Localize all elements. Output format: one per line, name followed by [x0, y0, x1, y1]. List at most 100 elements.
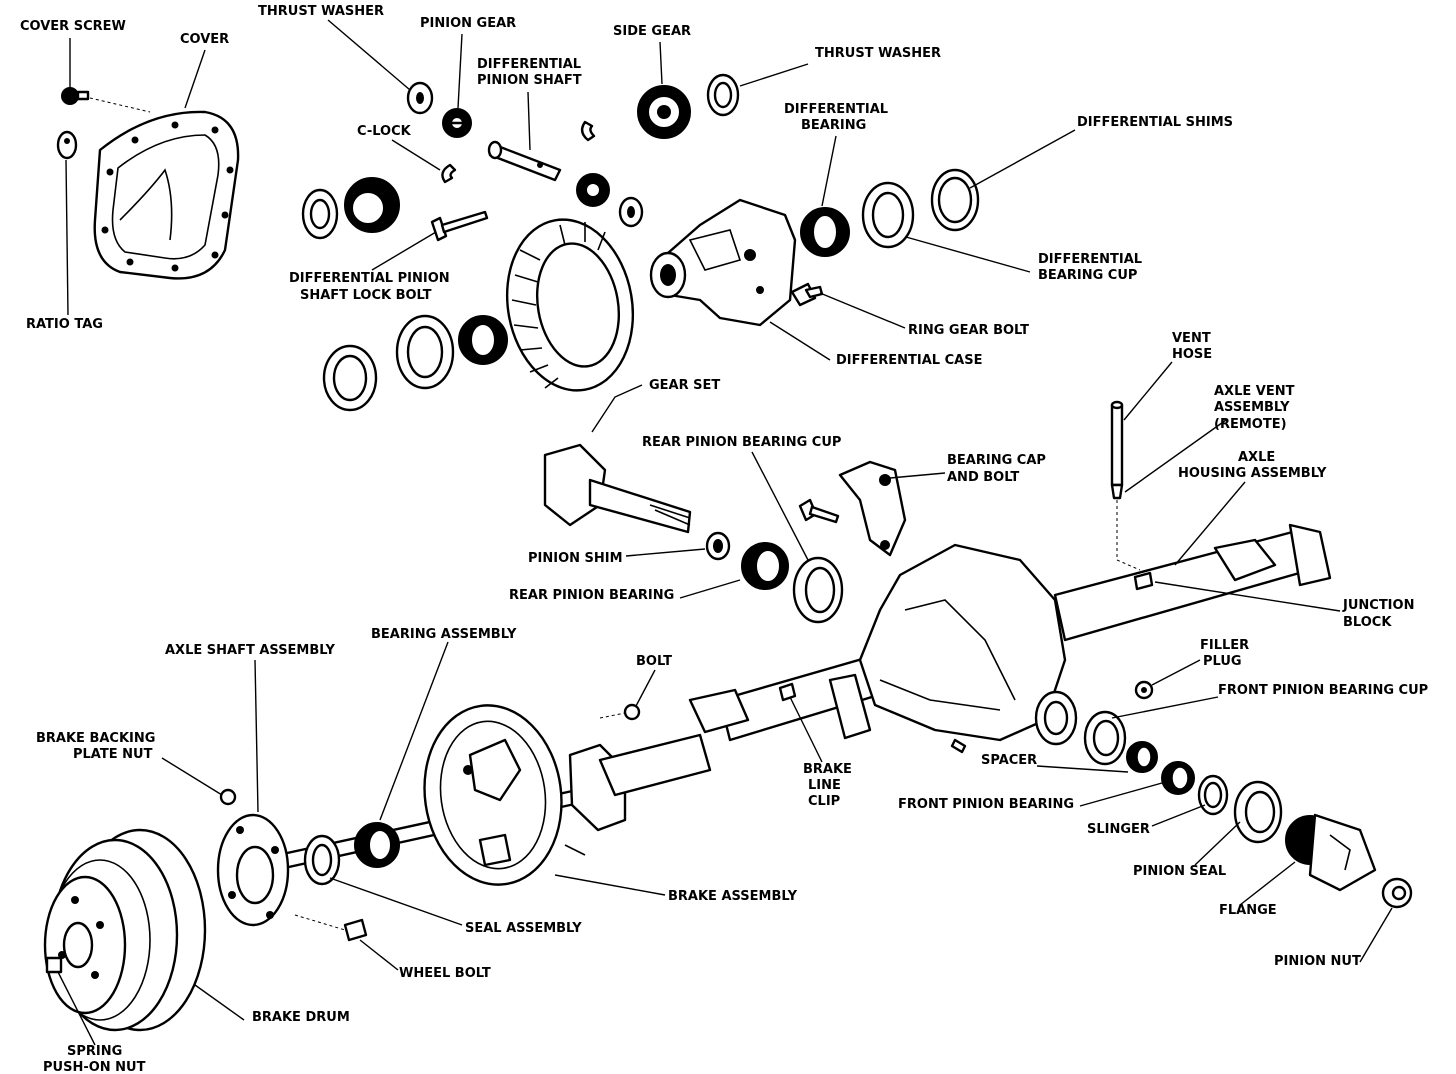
label-differential-pinion-shaft-2: PINION SHAFT [477, 73, 582, 88]
pinion-nut-part [1381, 877, 1413, 909]
vent-hose-part [1110, 400, 1141, 571]
differential-bearing-part [800, 207, 850, 257]
pinion-gear-upper-part [442, 108, 472, 138]
label-front-pinion-bearing: FRONT PINION BEARING [898, 797, 1074, 812]
lock-bolt-part [430, 210, 489, 242]
label-spacer: SPACER [981, 753, 1037, 768]
axle-housing-part [688, 523, 1332, 746]
c-lock-part [441, 120, 596, 184]
label-filler-plug-1: FILLER [1200, 638, 1249, 653]
label-bearing-cap-2: AND BOLT [947, 470, 1019, 485]
label-ring-gear-bolt: RING GEAR BOLT [908, 323, 1029, 338]
front-pinion-bearing-part [1126, 741, 1195, 795]
label-bearing-cap-1: BEARING CAP [947, 453, 1046, 468]
label-differential-shims: DIFFERENTIAL SHIMS [1077, 115, 1233, 130]
label-side-gear: SIDE GEAR [613, 24, 691, 39]
label-thrust-washer-left: THRUST WASHER [258, 4, 384, 19]
label-bolt: BOLT [636, 654, 672, 669]
label-seal-assembly: SEAL ASSEMBLY [465, 921, 582, 936]
label-brake-backing-1: BRAKE BACKING [36, 731, 155, 746]
axle-flange-part [216, 813, 290, 927]
differential-case-part [649, 198, 797, 327]
label-wheel-bolt: WHEEL BOLT [399, 966, 491, 981]
label-axle-vent-1: AXLE VENT [1214, 384, 1295, 399]
label-brake-line-clip-1: BRAKE [803, 762, 852, 777]
rear-pinion-bearing-part [741, 542, 789, 590]
label-cover: COVER [180, 32, 229, 47]
label-differential-case: DIFFERENTIAL CASE [836, 353, 982, 368]
label-differential-bearing-cup-1: DIFFERENTIAL [1038, 252, 1142, 267]
label-brake-line-clip-3: CLIP [808, 794, 840, 809]
thrust-washer-left-part [406, 81, 434, 115]
label-rear-pinion-bearing-cup: REAR PINION BEARING CUP [642, 435, 841, 450]
label-axle-shaft-assembly: AXLE SHAFT ASSEMBLY [165, 643, 336, 658]
labels: COVER SCREW COVER RATIO TAG THRUST WASHE… [20, 4, 1428, 1074]
brake-backing-plate-nut-part [219, 788, 237, 806]
label-pinion-seal: PINION SEAL [1133, 864, 1226, 879]
label-pinion-nut: PINION NUT [1274, 954, 1361, 969]
label-c-lock: C-LOCK [357, 124, 412, 139]
label-lock-bolt-1: DIFFERENTIAL PINION [289, 271, 450, 286]
bearing-assembly-part [354, 822, 400, 868]
label-front-pinion-bearing-cup: FRONT PINION BEARING CUP [1218, 683, 1428, 698]
differential-pinion-shaft-part [487, 140, 562, 182]
thrust-washer-right-part [706, 73, 740, 117]
side-gear-left-part [301, 177, 400, 240]
label-spring-nut-2: PUSH-ON NUT [43, 1060, 146, 1074]
wheel-bolt-part [294, 914, 368, 942]
leader-lines [57, 19, 1393, 1046]
label-differential-bearing-cup-2: BEARING CUP [1038, 268, 1137, 283]
differential-shims-part [930, 168, 980, 232]
pinion-shim-part [705, 531, 731, 561]
label-gear-set: GEAR SET [649, 378, 720, 393]
label-pinion-gear: PINION GEAR [420, 16, 516, 31]
front-pinion-bearing-cup-part [1083, 710, 1127, 766]
label-brake-drum: BRAKE DRUM [252, 1010, 350, 1025]
label-axle-vent-3: (REMOTE) [1214, 417, 1287, 432]
rear-pinion-bearing-cup-part [792, 556, 844, 624]
brake-line-clip-part [778, 682, 797, 702]
bolt-part [599, 703, 641, 721]
label-junction-block-2: BLOCK [1343, 615, 1392, 630]
brake-assembly-part [423, 704, 586, 886]
label-brake-assembly: BRAKE ASSEMBLY [668, 889, 798, 904]
side-gear-part [637, 85, 691, 139]
ring-gear-part [505, 218, 635, 392]
label-vent-hose-1: VENT [1172, 331, 1211, 346]
pinion-gear-lower-part [576, 173, 644, 228]
cover-part [93, 110, 240, 280]
label-rear-pinion-bearing: REAR PINION BEARING [509, 588, 674, 603]
label-brake-line-clip-2: LINE [808, 778, 841, 793]
ratio-tag-part [56, 130, 78, 160]
bearing-cap-part [798, 460, 907, 557]
spacer-part [950, 738, 967, 754]
label-differential-bearing-1: DIFFERENTIAL [784, 102, 888, 117]
label-axle-housing-2: HOUSING ASSEMBLY [1178, 466, 1327, 481]
cover-screw-part [61, 87, 151, 113]
label-brake-backing-2: PLATE NUT [73, 747, 153, 762]
flange-part [1285, 813, 1377, 892]
label-ratio-tag: RATIO TAG [26, 317, 103, 332]
drive-pinion-part [543, 443, 692, 534]
label-spring-nut-1: SPRING [67, 1044, 122, 1059]
label-axle-vent-2: ASSEMBLY [1214, 400, 1290, 415]
label-bearing-assembly: BEARING ASSEMBLY [371, 627, 517, 642]
label-filler-plug-2: PLUG [1203, 654, 1242, 669]
label-differential-pinion-shaft-1: DIFFERENTIAL [477, 57, 581, 72]
seal-assembly-part [303, 834, 341, 886]
differential-bearing-cup-part [861, 181, 915, 249]
pinion-seal-part [1233, 780, 1283, 844]
label-junction-block-1: JUNCTION [1342, 598, 1414, 613]
slinger-part [1197, 774, 1229, 816]
label-pinion-shim: PINION SHIM [528, 551, 623, 566]
label-flange: FLANGE [1219, 903, 1277, 918]
label-vent-hose-2: HOSE [1172, 347, 1212, 362]
bearing-cups-left-part [322, 314, 508, 412]
label-differential-bearing-2: BEARING [801, 118, 866, 133]
label-axle-housing-1: AXLE [1238, 450, 1275, 465]
label-slinger: SLINGER [1087, 822, 1150, 837]
label-thrust-washer-right: THRUST WASHER [815, 46, 941, 61]
label-lock-bolt-2: SHAFT LOCK BOLT [300, 288, 432, 303]
ring-gear-bolt-part [790, 282, 824, 307]
